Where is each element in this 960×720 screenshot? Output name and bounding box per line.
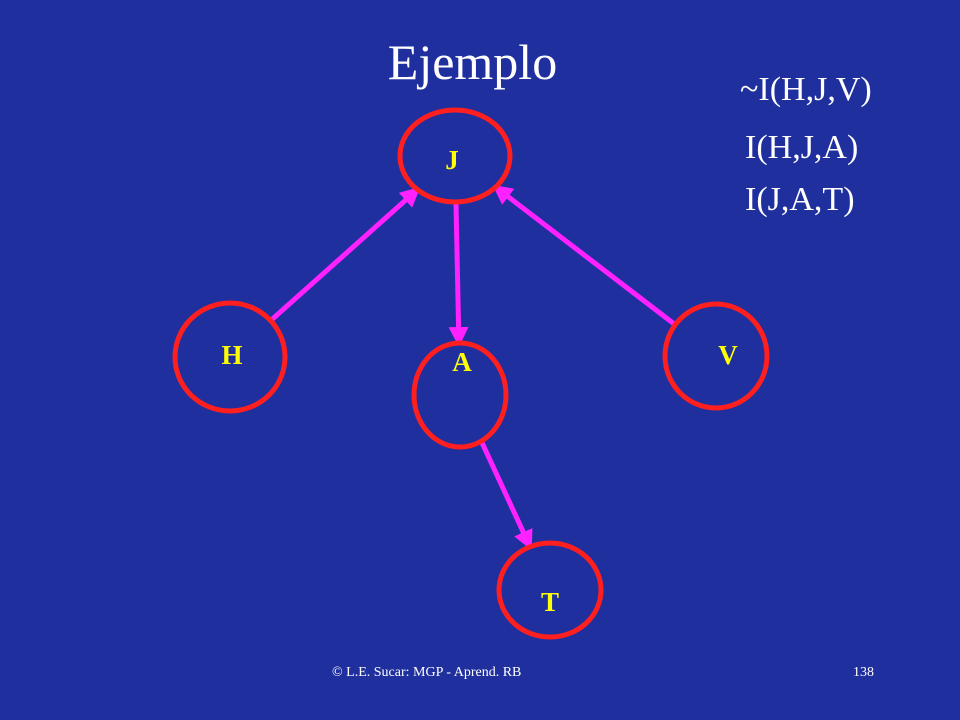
node-v-ellipse (662, 301, 770, 411)
node-layer: J H A V T (172, 107, 770, 640)
edge-h-to-j (269, 186, 421, 323)
node-j-ellipse (397, 107, 513, 205)
footer-credit: © L.E. Sucar: MGP - Aprend. RB (332, 665, 522, 680)
node-h-label: H (221, 340, 242, 370)
node-v: V (662, 301, 770, 411)
page-number: 138 (853, 665, 874, 680)
node-a: A (411, 340, 509, 450)
statement-2: I(H,J,A) (745, 129, 859, 166)
node-a-label: A (452, 347, 472, 377)
node-j: J (397, 107, 513, 205)
edge-v-to-j (492, 184, 677, 327)
node-h-ellipse (172, 300, 288, 414)
node-t: T (496, 540, 604, 640)
statement-3: I(J,A,T) (745, 181, 855, 218)
edge-a-to-t (479, 440, 533, 551)
node-t-label: T (541, 587, 559, 617)
node-v-label: V (718, 340, 738, 370)
slide-title: Ejemplo (387, 34, 558, 90)
statement-1: ~I(H,J,V) (740, 71, 872, 108)
edge-layer (269, 184, 677, 551)
node-h: H (172, 300, 288, 414)
edge-j-to-a (448, 201, 469, 348)
node-t-ellipse (496, 540, 604, 640)
node-a-ellipse (411, 340, 509, 450)
node-j-label: J (445, 145, 459, 175)
